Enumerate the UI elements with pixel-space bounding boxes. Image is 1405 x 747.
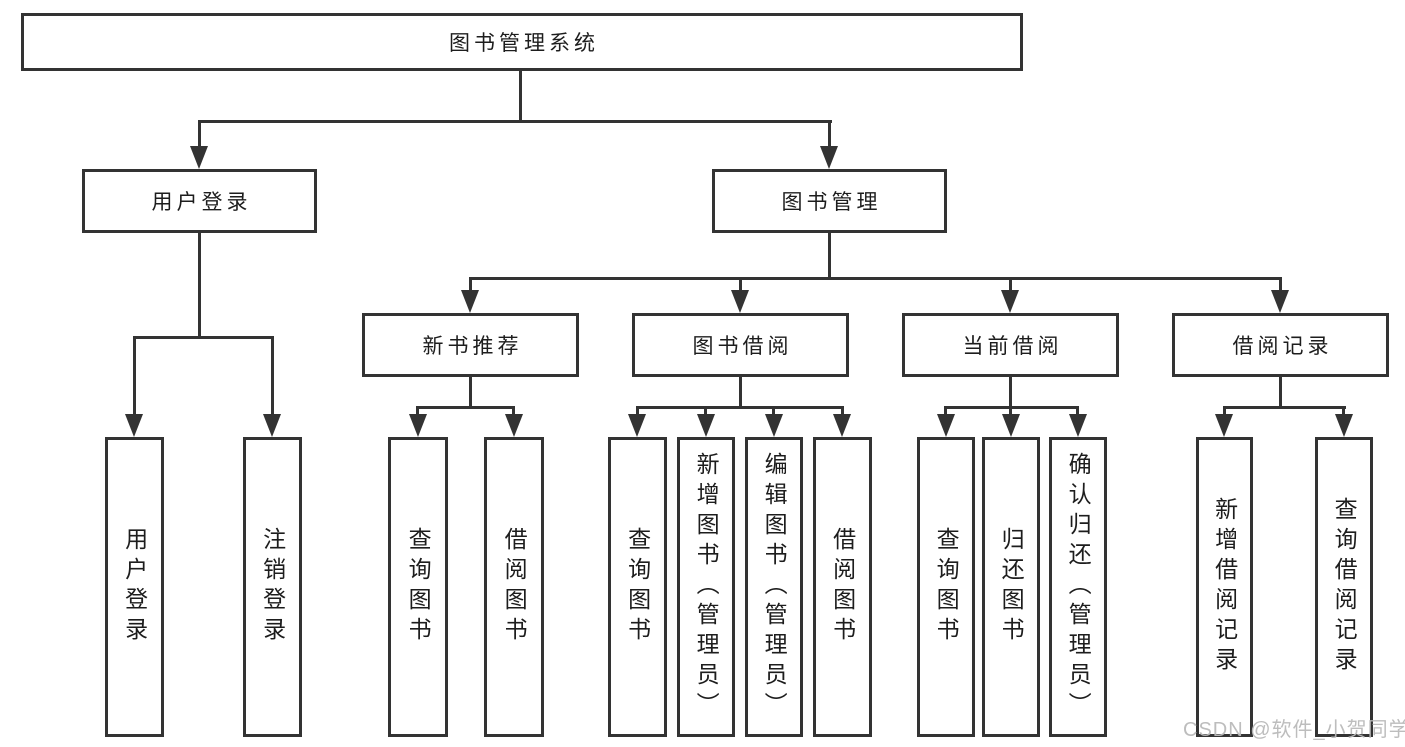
connector-to-current-borrowing <box>1009 277 1012 292</box>
node-label: 图书管理系统 <box>449 32 599 55</box>
node-label: 查询图书 <box>933 527 960 647</box>
connector-to-book-management <box>828 120 831 148</box>
leaf-user-login: 用户登录 <box>105 437 164 737</box>
node-label: 查询借阅记录 <box>1331 497 1358 677</box>
connector-to-leaf-query-books-1 <box>416 406 419 416</box>
leaf-return-book: 归还图书 <box>982 437 1040 737</box>
leaf-confirm-return-admin: 确认归还（管理员） <box>1049 437 1107 737</box>
node-new-book-recommend: 新书推荐 <box>362 313 579 377</box>
connector-book-management-hbar <box>469 277 1282 280</box>
arrowhead-leaf-query-books-2 <box>628 414 646 437</box>
node-label: 新书推荐 <box>422 335 523 358</box>
arrowhead-leaf-return-book <box>1002 414 1020 437</box>
node-label: 当前借阅 <box>962 335 1063 358</box>
node-label: 确认归还（管理员） <box>1065 452 1092 722</box>
node-label: 查询图书 <box>624 527 651 647</box>
connector-to-leaf-edit-book <box>772 406 775 416</box>
arrowhead-leaf-add-book <box>697 414 715 437</box>
node-label: 借阅图书 <box>829 527 856 647</box>
node-label: 归还图书 <box>998 527 1025 647</box>
connector-user-login-stem <box>198 233 201 337</box>
leaf-borrow-books-1: 借阅图书 <box>484 437 544 737</box>
connector-book-borrowing-hbar <box>636 406 844 409</box>
connector-root-hbar <box>198 120 832 123</box>
connector-to-leaf-add-book <box>704 406 707 416</box>
arrowhead-borrowing-records <box>1271 290 1289 313</box>
arrowhead-book-borrowing <box>731 290 749 313</box>
node-label: 借阅图书 <box>501 527 528 647</box>
connector-borrowing-records-hbar <box>1223 406 1346 409</box>
connector-to-leaf-borrow-books-2 <box>841 406 844 416</box>
connector-to-book-borrowing <box>739 277 742 292</box>
leaf-query-books-1: 查询图书 <box>388 437 448 737</box>
node-label: 注销登录 <box>259 527 286 647</box>
leaf-add-borrow-record: 新增借阅记录 <box>1196 437 1253 737</box>
arrowhead-leaf-query-record <box>1335 414 1353 437</box>
connector-to-leaf-return-book <box>1009 406 1012 416</box>
arrowhead-leaf-add-record <box>1215 414 1233 437</box>
connector-root-stem <box>519 71 522 121</box>
node-label: 图书管理 <box>781 191 882 214</box>
connector-current-borrowing-stem <box>1009 377 1012 407</box>
connector-new-book-recommend-hbar <box>417 406 515 409</box>
arrowhead-leaf-query-books-3 <box>937 414 955 437</box>
arrowhead-leaf-borrow-books-2 <box>833 414 851 437</box>
leaf-borrow-books-2: 借阅图书 <box>813 437 872 737</box>
node-label: 新增图书（管理员） <box>693 452 720 722</box>
connector-to-borrowing-records <box>1279 277 1282 292</box>
leaf-query-books-3: 查询图书 <box>917 437 975 737</box>
node-label: 编辑图书（管理员） <box>761 452 788 722</box>
connector-to-leaf-query-books-2 <box>636 406 639 416</box>
connector-to-new-book-recommend <box>469 277 472 292</box>
node-label: 新增借阅记录 <box>1211 497 1238 677</box>
connector-to-leaf-logout <box>271 336 274 416</box>
arrowhead-book-management <box>820 146 838 169</box>
connector-to-leaf-confirm-return <box>1076 406 1079 416</box>
arrowhead-leaf-edit-book <box>765 414 783 437</box>
connector-to-leaf-query-record <box>1342 406 1345 416</box>
arrowhead-leaf-logout <box>263 414 281 437</box>
arrowhead-user-login <box>190 146 208 169</box>
connector-user-login-hbar <box>133 336 274 339</box>
leaf-edit-book-admin: 编辑图书（管理员） <box>745 437 803 737</box>
node-book-management: 图书管理 <box>712 169 947 233</box>
connector-to-leaf-query-books-3 <box>944 406 947 416</box>
node-borrowing-records: 借阅记录 <box>1172 313 1389 377</box>
connector-current-borrowing-hbar <box>945 406 1079 409</box>
node-label: 借阅记录 <box>1232 335 1333 358</box>
arrowhead-leaf-user-login <box>125 414 143 437</box>
node-library-system: 图书管理系统 <box>21 13 1023 71</box>
connector-book-management-stem <box>828 233 831 278</box>
connector-to-leaf-user-login <box>133 336 136 416</box>
csdn-watermark: CSDN @软件_小贺同学 <box>1183 719 1405 741</box>
node-label: 查询图书 <box>405 527 432 647</box>
node-label: 用户登录 <box>151 191 252 214</box>
connector-borrowing-records-stem <box>1279 377 1282 407</box>
leaf-query-borrow-record: 查询借阅记录 <box>1315 437 1373 737</box>
node-book-borrowing: 图书借阅 <box>632 313 849 377</box>
node-label: 用户登录 <box>121 527 148 647</box>
connector-to-leaf-borrow-books-1 <box>512 406 515 416</box>
leaf-logout: 注销登录 <box>243 437 302 737</box>
arrowhead-leaf-borrow-books-1 <box>505 414 523 437</box>
arrowhead-new-book-recommend <box>461 290 479 313</box>
leaf-query-books-2: 查询图书 <box>608 437 667 737</box>
node-label: 图书借阅 <box>692 335 793 358</box>
arrowhead-leaf-query-books-1 <box>409 414 427 437</box>
node-user-login: 用户登录 <box>82 169 317 233</box>
arrowhead-leaf-confirm-return <box>1069 414 1087 437</box>
connector-to-user-login <box>198 120 201 148</box>
node-current-borrowing: 当前借阅 <box>902 313 1119 377</box>
leaf-add-book-admin: 新增图书（管理员） <box>677 437 735 737</box>
connector-to-leaf-add-record <box>1223 406 1226 416</box>
arrowhead-current-borrowing <box>1001 290 1019 313</box>
connector-book-borrowing-stem <box>739 377 742 407</box>
connector-new-book-recommend-stem <box>469 377 472 407</box>
